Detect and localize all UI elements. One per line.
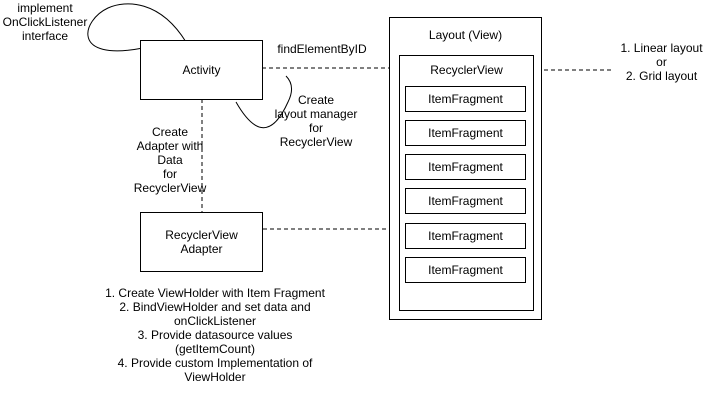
- layout-manager-annotation: Create layout manager for RecyclerView: [274, 93, 358, 149]
- find-element-annotation: findElementByID: [277, 42, 367, 56]
- recyclerview-label: RecyclerView: [430, 63, 503, 77]
- activity-box: Activity: [140, 40, 263, 100]
- create-adapter-annotation: Create Adapter with Data for RecyclerVie…: [133, 125, 207, 195]
- item-fragment: ItemFragment: [405, 223, 526, 249]
- item-fragment: ItemFragment: [405, 154, 526, 180]
- activity-label: Activity: [182, 63, 221, 77]
- layout-options-annotation: 1. Linear layout or 2. Grid layout: [620, 41, 703, 83]
- implement-annotation: implement OnClickListener interface: [2, 1, 88, 43]
- adapter-label: RecyclerView Adapter: [165, 228, 238, 256]
- item-fragment: ItemFragment: [405, 257, 526, 283]
- layout-view-title: Layout (View): [428, 28, 503, 42]
- layout-manager-loop: [235, 75, 293, 128]
- adapter-steps-annotation: 1. Create ViewHolder with Item Fragment …: [105, 286, 325, 384]
- item-fragment: ItemFragment: [405, 120, 526, 146]
- item-fragment: ItemFragment: [405, 86, 526, 112]
- adapter-box: RecyclerView Adapter: [140, 212, 263, 272]
- implement-loop: [87, 3, 187, 52]
- item-fragment: ItemFragment: [405, 188, 526, 214]
